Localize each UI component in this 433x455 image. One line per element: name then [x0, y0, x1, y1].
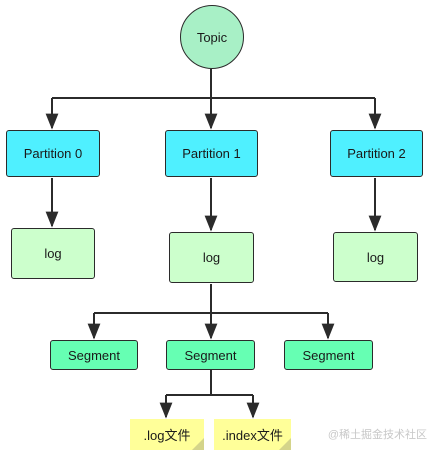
- watermark: @稀土掘金技术社区: [327, 429, 427, 441]
- partition-node-2: Partition 2: [330, 130, 423, 177]
- note-fold-corner: [279, 438, 291, 450]
- index-file-note: .index文件: [214, 419, 291, 450]
- segment-label: Segment: [184, 347, 237, 363]
- note-fold-corner: [192, 438, 204, 450]
- segment-node-2: Segment: [284, 340, 373, 370]
- file-label: .log文件: [143, 428, 191, 443]
- segment-label: Segment: [302, 347, 355, 363]
- topic-node: Topic: [180, 5, 244, 69]
- log-node-1: log: [169, 232, 254, 283]
- segment-node-0: Segment: [50, 340, 138, 370]
- log-label: log: [202, 250, 221, 265]
- partition-label: Partition 2: [347, 146, 406, 161]
- topic-label: Topic: [196, 29, 228, 45]
- segment-label: Segment: [67, 347, 121, 363]
- log-node-2: log: [333, 232, 418, 282]
- partition-label: Partition 0: [23, 146, 83, 161]
- partition-node-0: Partition 0: [6, 130, 100, 177]
- log-node-0: log: [11, 228, 95, 279]
- segment-node-1: Segment: [166, 340, 255, 370]
- partition-node-1: Partition 1: [165, 130, 258, 177]
- log-label: log: [44, 246, 62, 261]
- file-label: .index文件: [222, 428, 283, 443]
- log-file-note: .log文件: [130, 419, 204, 450]
- log-label: log: [366, 249, 385, 265]
- partition-label: Partition 1: [182, 146, 241, 161]
